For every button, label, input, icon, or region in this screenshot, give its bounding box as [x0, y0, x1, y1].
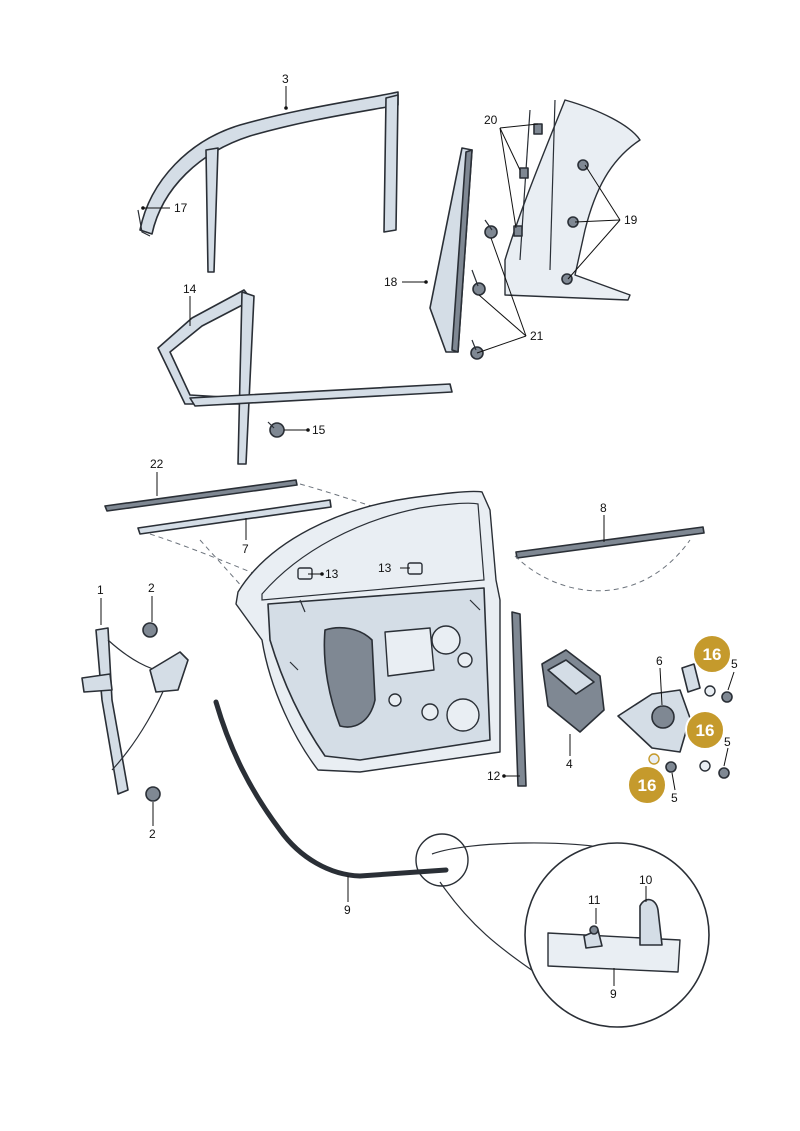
label-15: 15: [312, 423, 326, 437]
label-5a: 5: [731, 657, 738, 671]
part-3-window-frame: [137, 91, 399, 273]
label-18: 18: [384, 275, 398, 289]
label-13a: 13: [325, 567, 339, 581]
label-20: 20: [484, 113, 498, 127]
label-3: 3: [282, 72, 289, 86]
highlight-badge-1-label: 16: [703, 645, 722, 664]
label-17: 17: [174, 201, 188, 215]
label-21: 21: [530, 329, 544, 343]
part-22-outer-belt-moulding: [104, 479, 298, 512]
part-9-door-seal: [213, 699, 449, 879]
part-7-inner-belt-moulding: [137, 499, 332, 535]
part-1-window-regulator: [81, 622, 189, 802]
body-pillar-region: [504, 99, 641, 301]
part-21-screws: [470, 219, 498, 360]
label-1: 1: [97, 583, 104, 597]
label-10: 10: [639, 873, 653, 887]
leader-lines: [100, 86, 735, 986]
part-8-seal-strip: [515, 526, 705, 559]
highlight-badge-2[interactable]: 16: [685, 710, 725, 750]
highlight-badge-3-label: 16: [638, 776, 657, 795]
label-5c: 5: [671, 791, 678, 805]
label-2a: 2: [148, 581, 155, 595]
door-shell: [235, 490, 501, 773]
part-18-pillar-trim: [429, 147, 473, 353]
label-4: 4: [566, 757, 573, 771]
label-9a: 9: [344, 903, 351, 917]
label-22: 22: [150, 457, 164, 471]
label-13b: 13: [378, 561, 392, 575]
label-14: 14: [183, 282, 197, 296]
label-19: 19: [624, 213, 638, 227]
part-labels: 3 17 20 19 18 21 14 15 22 7 8 13 13 1 2 …: [97, 72, 738, 1001]
detail-callout: [415, 833, 710, 1028]
highlight-badge-1[interactable]: 16: [692, 634, 732, 674]
part-15-screw: [267, 421, 285, 438]
highlight-badge-2-label: 16: [696, 721, 715, 740]
label-5b: 5: [724, 735, 731, 749]
label-8: 8: [600, 501, 607, 515]
part-5-bolts: [648, 685, 733, 779]
label-2b: 2: [149, 827, 156, 841]
part-4-motor: [541, 649, 605, 733]
label-7: 7: [242, 542, 249, 556]
part-14-quarter-frame: [157, 289, 453, 465]
part-12-guide-rail: [511, 611, 527, 787]
label-12: 12: [487, 769, 501, 783]
label-9b: 9: [610, 987, 617, 1001]
label-11: 11: [588, 893, 601, 907]
highlight-badge-3[interactable]: 16: [627, 765, 667, 805]
label-6: 6: [656, 654, 663, 668]
